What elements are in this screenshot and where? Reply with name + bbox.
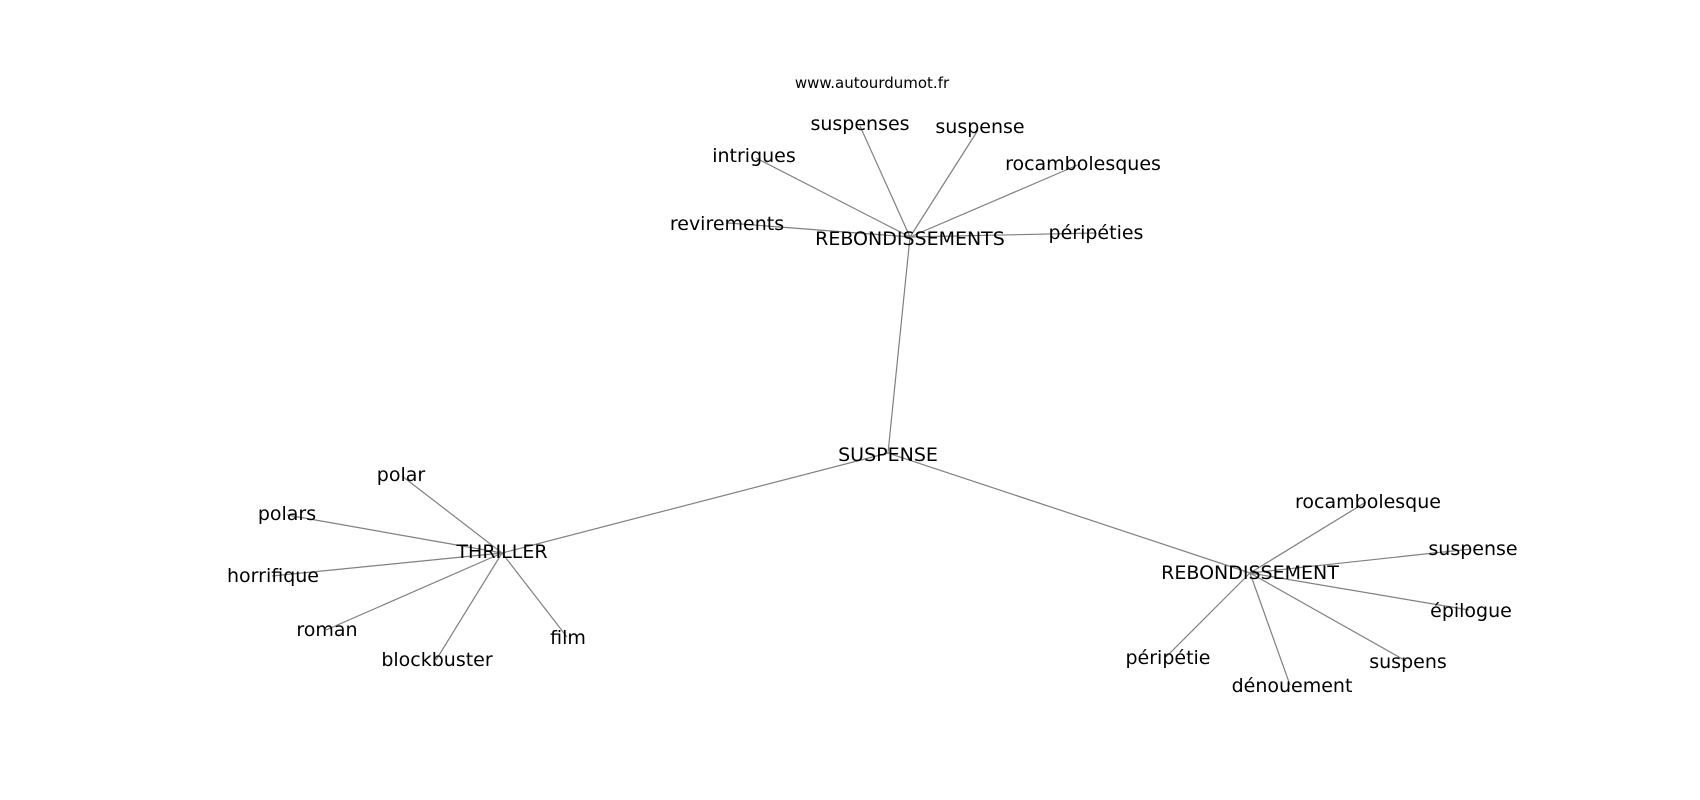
edge-thriller-film <box>501 552 568 638</box>
edge-rebondissement-peripetie <box>1165 572 1251 658</box>
node-suspense-right: suspense <box>1428 538 1517 560</box>
edge-rebondissements-peripeties <box>909 232 1096 238</box>
edge-rebondissement-suspens <box>1249 572 1407 662</box>
node-rebondissement: REBONDISSEMENT <box>1161 562 1339 584</box>
edge-thriller-blockbuster <box>435 552 503 661</box>
edge-thriller-horrifique <box>271 552 503 577</box>
edge-thriller-roman <box>325 552 503 631</box>
node-peripetie: péripétie <box>1125 647 1210 669</box>
node-roman: roman <box>296 619 357 641</box>
graph-labels: www.autourdumot.fr SUSPENSE REBONDISSEME… <box>227 74 1518 697</box>
edge-suspense-rebondissement <box>887 452 1251 574</box>
site-url: www.autourdumot.fr <box>795 74 950 92</box>
edge-rebondissements-suspense <box>909 129 979 238</box>
edge-thriller-polar <box>401 475 503 554</box>
graph-edges <box>271 125 1472 686</box>
node-suspense: SUSPENSE <box>838 444 938 466</box>
edge-suspense-thriller <box>501 452 889 554</box>
node-thriller: THRILLER <box>455 541 547 563</box>
node-suspens: suspens <box>1369 651 1447 673</box>
node-rocambolesques: rocambolesques <box>1005 153 1161 175</box>
node-rocambolesque: rocambolesque <box>1295 491 1441 513</box>
edge-suspense-rebondissements <box>887 236 911 454</box>
edge-rebondissement-suspense <box>1249 548 1472 574</box>
node-suspense-top: suspense <box>935 116 1024 138</box>
node-horrifique: horrifique <box>227 565 319 587</box>
edge-rebondissements-rocambolesques <box>909 163 1081 238</box>
node-epilogue: épilogue <box>1430 600 1512 622</box>
edge-rebondissement-rocambolesque <box>1249 501 1367 574</box>
node-peripeties: péripéties <box>1049 222 1144 244</box>
edge-rebondissement-epilogue <box>1249 572 1470 611</box>
node-polar: polar <box>377 464 426 486</box>
edge-thriller-polars <box>286 514 503 554</box>
node-blockbuster: blockbuster <box>381 649 493 671</box>
edge-rebondissement-denouement <box>1249 572 1291 686</box>
node-rebondissements: REBONDISSEMENTS <box>815 228 1005 250</box>
node-polars: polars <box>258 503 316 525</box>
edge-rebondissements-revirements <box>727 222 911 238</box>
edge-rebondissements-intrigues <box>755 157 911 238</box>
node-revirements: revirements <box>670 213 784 235</box>
node-intrigues: intrigues <box>712 145 796 167</box>
node-denouement: dénouement <box>1232 675 1353 697</box>
node-film: film <box>550 627 586 649</box>
edge-rebondissements-suspenses <box>859 125 911 238</box>
node-suspenses: suspenses <box>810 113 909 135</box>
